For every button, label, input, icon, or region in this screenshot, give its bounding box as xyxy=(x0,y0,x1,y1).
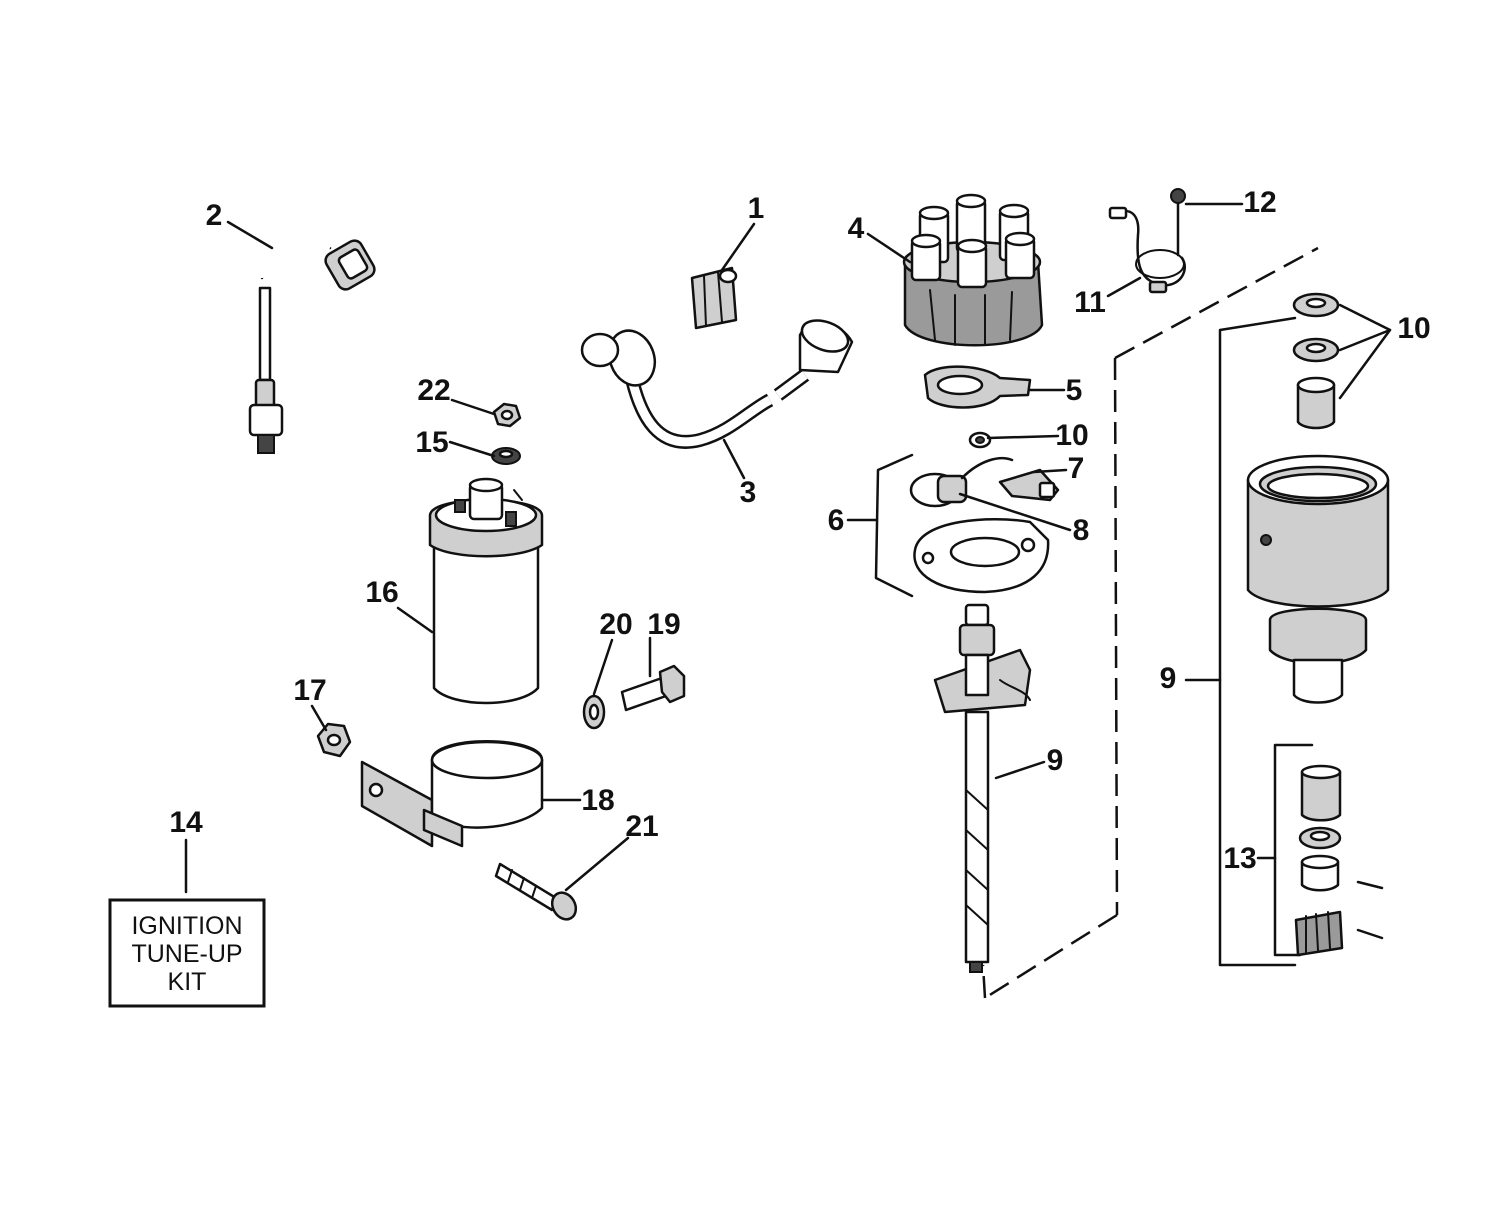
contact-points-icon xyxy=(998,468,1060,502)
washer-stack-icon xyxy=(1292,292,1340,430)
washer-icon xyxy=(968,431,992,449)
label-11: 11 xyxy=(1074,286,1106,319)
label-7: 7 xyxy=(1068,452,1085,485)
condenser-icon xyxy=(909,456,1014,508)
distributor-housing-icon xyxy=(1246,454,1390,704)
clip-icon xyxy=(690,266,738,330)
spark-plug-lead-icon xyxy=(248,235,376,454)
hex-nut-icon xyxy=(316,722,352,758)
label-12: 12 xyxy=(1243,186,1276,219)
distributor-cap-icon xyxy=(902,193,1044,347)
dashed-guide-left xyxy=(1113,357,1119,916)
gear-icon xyxy=(1294,910,1344,957)
ground-wire-icon xyxy=(1108,188,1186,294)
bolt-icon xyxy=(582,664,686,730)
kit-box xyxy=(108,898,266,1008)
lock-washer-icon xyxy=(491,447,521,465)
label-17: 17 xyxy=(293,674,326,707)
label-8: 8 xyxy=(1073,514,1090,547)
kit-line-3: KIT xyxy=(168,968,207,996)
leader-lines xyxy=(184,202,1392,894)
screw-icon xyxy=(494,862,578,921)
label-18: 18 xyxy=(581,784,614,817)
label-19: 19 xyxy=(647,608,680,641)
label-15: 15 xyxy=(415,426,448,459)
dashed-guide-bottom xyxy=(984,913,1118,1000)
breaker-plate-icon xyxy=(913,517,1050,594)
coil-lead-icon xyxy=(580,319,854,449)
label-1: 1 xyxy=(748,192,765,225)
dashed-guide-top xyxy=(1114,246,1319,360)
label-3: 3 xyxy=(740,476,757,509)
bracket-9-right xyxy=(1218,316,1297,967)
coil-bracket-icon xyxy=(360,740,544,848)
label-4: 4 xyxy=(848,212,865,245)
label-9-shaft: 9 xyxy=(1047,744,1064,777)
bracket-13 xyxy=(1273,743,1314,957)
distributor-shaft-icon xyxy=(933,603,1032,973)
label-5: 5 xyxy=(1066,374,1083,407)
label-2: 2 xyxy=(206,199,223,232)
gear-stack-icon xyxy=(1294,764,1384,957)
bracket-6 xyxy=(874,453,914,598)
label-21: 21 xyxy=(625,810,658,843)
dashed-guide-end xyxy=(981,964,987,999)
kit-line-1: IGNITION xyxy=(131,912,242,940)
label-14: 14 xyxy=(169,806,203,839)
label-22: 22 xyxy=(417,374,450,407)
label-20: 20 xyxy=(599,608,632,641)
nut-icon xyxy=(492,402,522,428)
kit-line-2: TUNE-UP xyxy=(131,940,242,968)
label-9-housing: 9 xyxy=(1160,662,1177,695)
label-13: 13 xyxy=(1223,842,1256,875)
label-10-stack: 10 xyxy=(1397,312,1430,345)
rotor-icon xyxy=(923,365,1032,409)
label-10-small: 10 xyxy=(1055,419,1088,452)
label-6: 6 xyxy=(828,504,845,537)
label-16: 16 xyxy=(365,576,398,609)
ignition-coil-icon xyxy=(428,477,544,705)
